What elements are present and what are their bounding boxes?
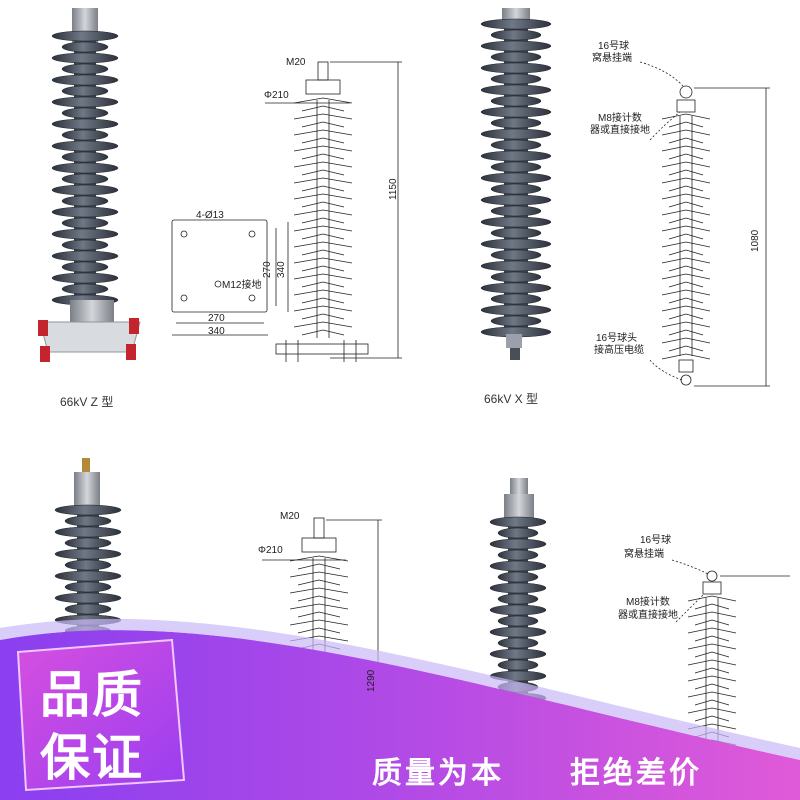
label-base-h-340: 340: [276, 261, 287, 278]
label-base-w-340: 340: [208, 326, 225, 337]
label-m8-2: 器或直接接地: [590, 125, 650, 136]
label-height-1290: 1290: [366, 669, 377, 692]
label-height-1150: 1150: [388, 178, 399, 200]
caption-66kv-z: 66kV Z 型: [60, 395, 114, 409]
photo-arrester-z: [38, 8, 141, 362]
label-base-h-270: 270: [262, 261, 273, 278]
slogan-quality-first: 质量为本: [372, 756, 504, 791]
label-br-top-ball-1: 16号球: [640, 535, 672, 546]
promo-ribbon: [0, 630, 800, 800]
label-base-w-270: 270: [208, 313, 225, 324]
label-m20-bl: M20: [280, 511, 300, 522]
label-holes: 4-Ø13: [196, 210, 224, 221]
label-top-ball-1: 16号球: [598, 41, 630, 52]
drawing-z: [171, 61, 402, 362]
label-br-m8-2: 器或直接接地: [618, 610, 678, 621]
label-top-ball-2: 窝悬挂端: [592, 53, 632, 64]
label-m8-1: M8接计数: [598, 113, 642, 124]
label-height-1080: 1080: [750, 229, 761, 252]
label-br-m8-1: M8接计数: [626, 597, 670, 608]
label-m20-z: M20: [286, 57, 306, 68]
label-bottom-ball-1: 16号球头: [596, 333, 638, 344]
label-m12-ground: M12接地: [222, 280, 262, 291]
label-br-top-ball-2: 窝悬挂端: [624, 549, 664, 560]
quality-badge: [16, 638, 186, 792]
badge-guarantee: 保证: [40, 729, 144, 787]
badge-quality: 品质: [40, 666, 144, 724]
slogan-no-markup: 拒绝差价: [570, 756, 702, 791]
label-phi210-bl: Φ210: [258, 545, 283, 556]
label-phi210-z: Φ210: [264, 90, 289, 101]
drawing-x: [639, 61, 770, 387]
caption-66kv-x: 66kV X 型: [484, 392, 539, 406]
photo-arrester-x: [480, 8, 552, 360]
label-bottom-ball-2: 接高压电缆: [594, 345, 644, 356]
